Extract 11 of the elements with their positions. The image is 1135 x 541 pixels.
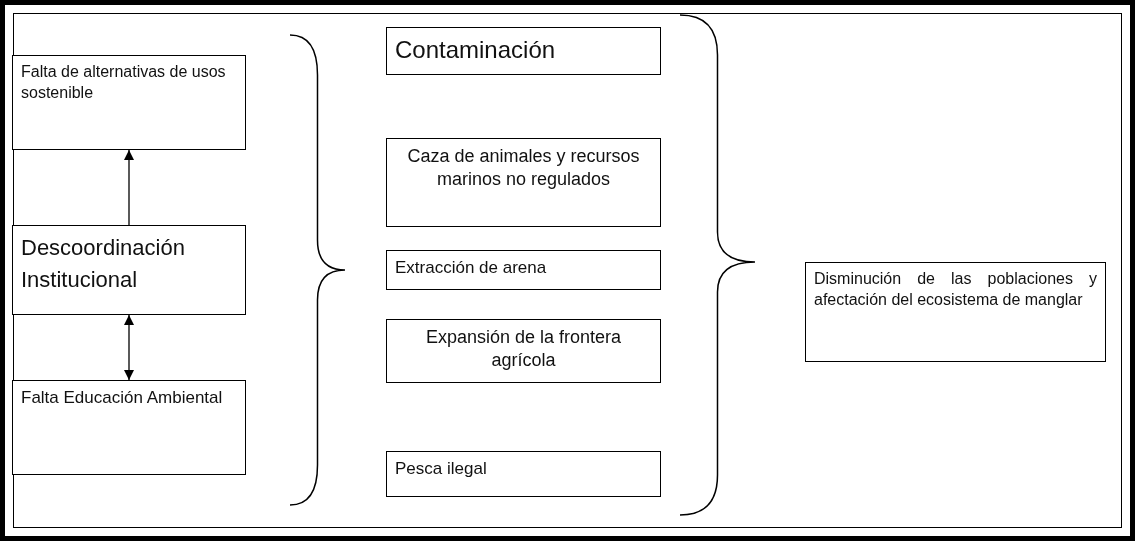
text-box: Expansión de la frontera agrícola [386, 319, 661, 383]
text-box: Pesca ilegal [386, 451, 661, 497]
arrow [123, 314, 135, 381]
text-box: Descoordinación Institucional [12, 225, 246, 315]
text-box: Extracción de arena [386, 250, 661, 290]
text-box: Falta Educación Ambiental [12, 380, 246, 475]
arrow [123, 149, 135, 226]
text-box: Contaminación [386, 27, 661, 75]
text-box: Falta de alternativas de usos sostenible [12, 55, 246, 150]
text-box: Caza de animales y recursos marinos no regulados [386, 138, 661, 227]
text-box: Disminución de las poblaciones y afectación del ecosistema de manglar [805, 262, 1106, 362]
